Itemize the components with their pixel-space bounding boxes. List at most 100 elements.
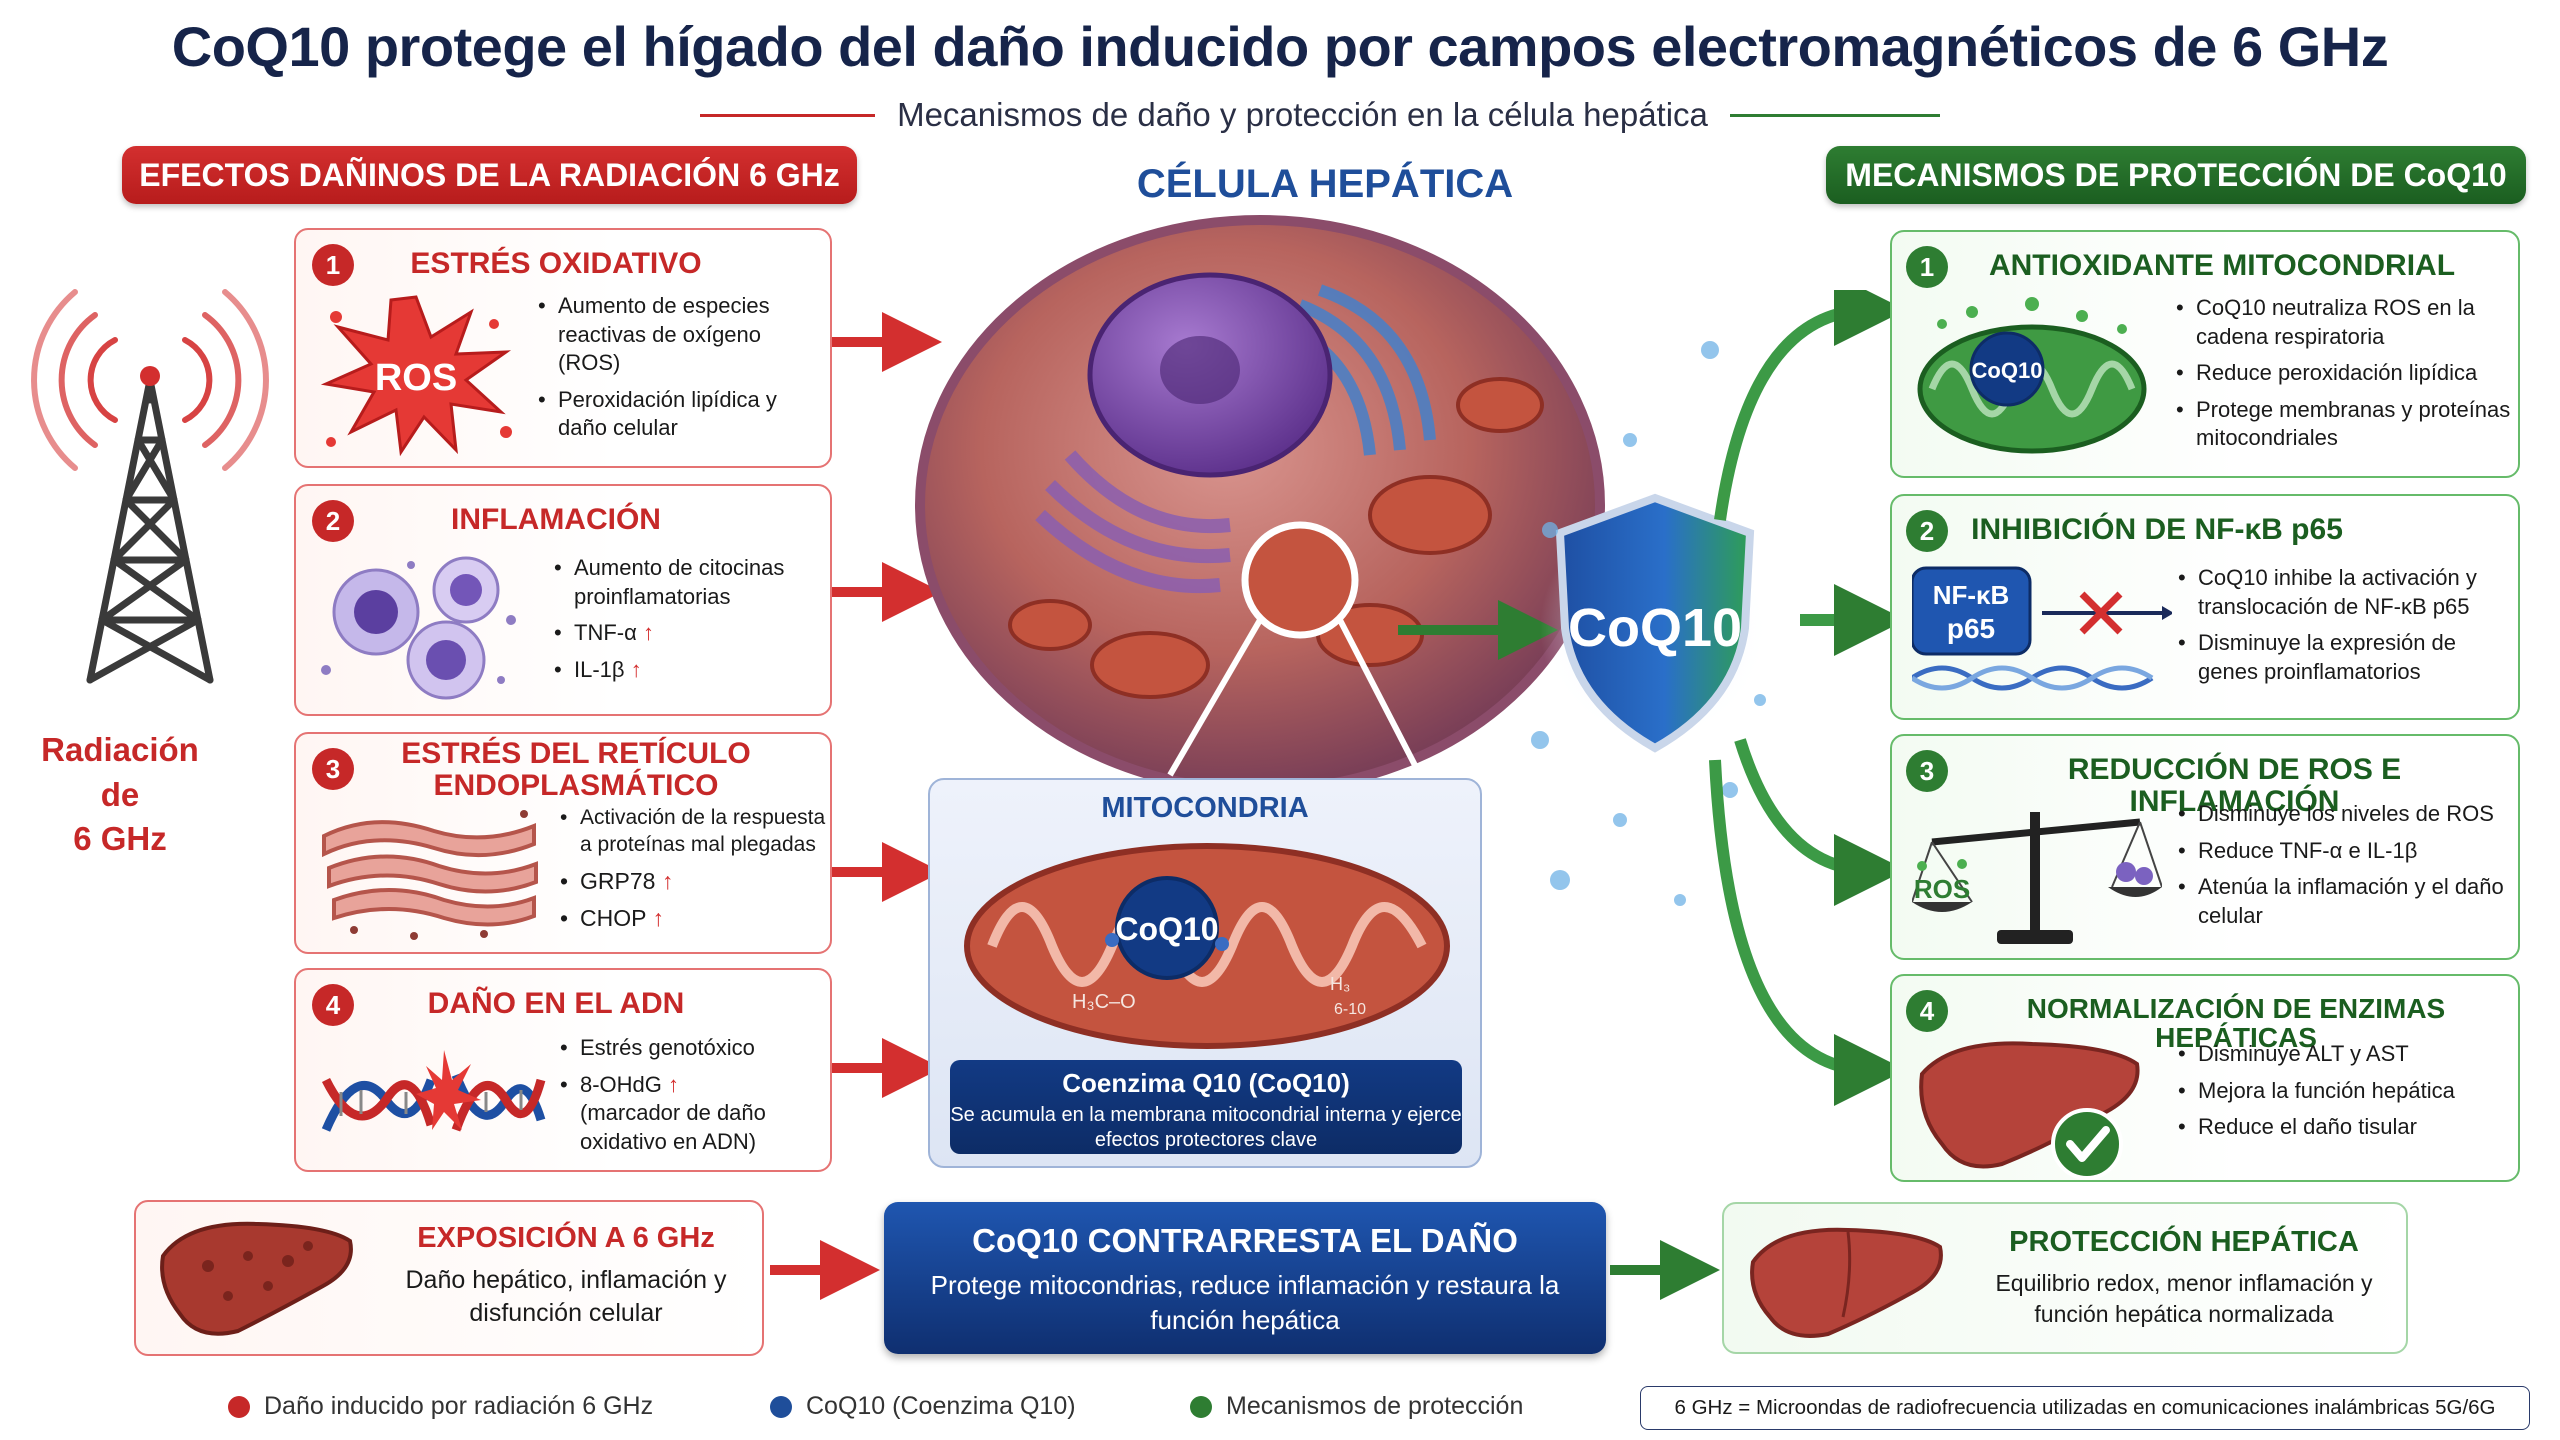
protection-title: PROTECCIÓN HEPÁTICA — [2009, 1226, 2359, 1258]
bullet: Aumento de especies reactivas de oxígeno… — [536, 292, 826, 378]
nfkb-label: NF-κB — [1933, 580, 2010, 610]
bullet: CoQ10 inhibe la activación y translocaci… — [2176, 564, 2514, 621]
bullet: Estrés genotóxico — [558, 1034, 830, 1063]
ros-burst-icon: ROS — [320, 295, 512, 457]
immune-cells-icon — [321, 556, 516, 700]
bullet: Disminuye la expresión de genes proinfla… — [2176, 629, 2514, 686]
bullet: Mejora la función hepática — [2176, 1077, 2514, 1106]
legend-label: CoQ10 (Coenzima Q10) — [806, 1392, 1076, 1420]
bullet-il1b: IL-1β ↑ — [552, 656, 827, 685]
protection-text: Equilibrio redox, menor inflamación y fu… — [1995, 1270, 2373, 1328]
card-title-line1: ESTRÉS DEL RETÍCULO — [401, 737, 751, 770]
bullet-text: TNF-α — [574, 620, 637, 646]
card-title: ESTRÉS OXIDATIVO — [410, 247, 702, 280]
legend-dot-red — [228, 1395, 250, 1418]
arrow-green-4 — [1709, 759, 1900, 1106]
formula-right: H₃ — [1330, 974, 1350, 994]
legend-dot-blue — [770, 1395, 792, 1418]
coq10-to-protection-arrow — [1610, 1240, 1720, 1300]
legend-item-coq10: CoQ10 (Coenzima Q10) — [770, 1392, 1076, 1421]
page-subtitle: Mecanismos de daño y protección en la cé… — [897, 96, 1708, 133]
exposure-to-coq10-arrow — [770, 1240, 880, 1300]
card-dna-damage: 4 DAÑO EN EL ADN Estrés genotóxico 8-OHd… — [294, 968, 832, 1172]
endoplasmic-reticulum-icon — [322, 810, 538, 940]
exposure-text: Daño hepático, inflamación y disfunción … — [405, 1266, 727, 1327]
subtitle-row: Mecanismos de daño y protección en la cé… — [700, 92, 1940, 136]
hepatocyte-cell-illustration — [915, 215, 1605, 795]
healthy-liver-icon — [1750, 1227, 1943, 1338]
legend-item-damage: Daño inducido por radiación 6 GHz — [228, 1392, 653, 1421]
formula-n: 6-10 — [1334, 1001, 1366, 1018]
card-bullets: Disminuye los niveles de ROS Reduce TNF-… — [2176, 800, 2514, 938]
card-number: 4 — [312, 984, 354, 1026]
bullet-grp78: GRP78 ↑ — [558, 867, 830, 897]
bullet: Atenúa la inflamación y el daño celular — [2176, 873, 2514, 930]
up-arrow-icon: ↑ — [661, 867, 674, 894]
nucleolus — [1160, 336, 1240, 404]
bullet: Protege membranas y proteínas mitocondri… — [2174, 396, 2514, 453]
legend-label: Daño inducido por radiación 6 GHz — [264, 1392, 654, 1420]
mitochondria-label: MITOCONDRIA — [1101, 792, 1309, 824]
bullet-note: (marcador de daño oxidativo en ADN) — [580, 1100, 766, 1154]
mitochondria-panel: MITOCONDRIA CoQ10 H₃C–O H₃ 6-10 Coenzima… — [928, 778, 1482, 1168]
cell-title: CÉLULA HEPÁTICA — [1136, 162, 1514, 206]
up-arrow-icon: ↑ — [630, 656, 642, 682]
exposure-title: EXPOSICIÓN A 6 GHz — [417, 1222, 715, 1254]
up-arrow-icon: ↑ — [642, 620, 654, 646]
cell-to-shield-arrow — [1398, 600, 1558, 660]
card-title: ANTIOXIDANTE MITOCONDRIAL — [1988, 249, 2456, 282]
card-mito-antioxidant: 1 ANTIOXIDANTE MITOCONDRIAL CoQ10 CoQ10 … — [1890, 230, 2520, 478]
coq10-icon-label: CoQ10 — [1972, 358, 2043, 383]
liver-check-icon — [1919, 1041, 2140, 1180]
legend-label: Mecanismos de protección — [1226, 1392, 1524, 1420]
magnifier-circle — [1241, 521, 1359, 639]
exposure-card: EXPOSICIÓN A 6 GHz Daño hepático, inflam… — [134, 1200, 764, 1356]
bullet-text: 8-OHdG — [580, 1071, 662, 1097]
counter-text: Protege mitocondrias, reduce inflamación… — [930, 1270, 1560, 1336]
radio-tower-icon — [31, 289, 269, 684]
protection-mechanisms-banner: MECANISMOS DE PROTECCIÓN DE CoQ10 — [1826, 146, 2526, 204]
card-nfkb-inhibition: 2 INHIBICIÓN DE NF-κB p65 NF-κB p65 CoQ1… — [1890, 494, 2520, 720]
card-number: 3 — [312, 748, 354, 790]
mitochondria-group — [1008, 377, 1544, 699]
mitochondria-illustration: CoQ10 H₃C–O H₃ 6-10 — [964, 843, 1450, 1049]
damaged-liver-icon — [160, 1221, 353, 1336]
card-ros-inflammation-reduction: 3 REDUCCIÓN DE ROS E INFLAMACIÓN ROS Dis… — [1890, 734, 2520, 960]
radiation-label-line1: Radiación de — [41, 731, 199, 813]
liver-protection-card: PROTECCIÓN HEPÁTICA Equilibrio redox, me… — [1722, 1202, 2408, 1354]
bullet-text: GRP78 — [580, 867, 656, 894]
harmful-effects-banner: EFECTOS DAÑINOS DE LA RADIACIÓN 6 GHz — [122, 146, 857, 204]
card-bullets: CoQ10 inhibe la activación y translocaci… — [2176, 564, 2514, 694]
bullet: Reduce el daño tisular — [2176, 1113, 2514, 1142]
card-bullets: CoQ10 neutraliza ROS en la cadena respir… — [2174, 294, 2514, 461]
bullet: Activación de la respuesta a proteínas m… — [558, 804, 830, 859]
magnifier-line-left — [1167, 618, 1263, 777]
radiation-label: Radiación de 6 GHz — [20, 728, 220, 862]
bullet-chop: CHOP ↑ — [558, 904, 830, 934]
damage-arrows — [832, 312, 942, 1098]
bullet: Aumento de citocinas proinflamatorias — [552, 554, 827, 611]
dna-helix-icon — [321, 1050, 546, 1132]
coq10-counteracts-card: CoQ10 CONTRARRESTA EL DAÑO Protege mitoc… — [884, 1202, 1606, 1354]
card-bullets: Estrés genotóxico 8-OHdG ↑ (marcador de … — [558, 1034, 830, 1156]
bubble-decoration — [1531, 341, 1766, 906]
card-liver-enzymes: 4 NORMALIZACIÓN DE ENZIMAS HEPÁTICAS Dis… — [1890, 974, 2520, 1182]
bullet: Reduce TNF-α e IL-1β — [2176, 837, 2514, 866]
card-number: 2 — [312, 500, 354, 542]
green-mitochondria-icon: CoQ10 — [1917, 297, 2147, 454]
legend-item-protection: Mecanismos de protección — [1190, 1392, 1523, 1421]
bullet: Disminuye los niveles de ROS — [2176, 800, 2514, 829]
p65-label: p65 — [1947, 613, 1995, 644]
card-bullets: Disminuye ALT y AST Mejora la función he… — [2176, 1040, 2514, 1150]
arrow-green-1 — [1714, 290, 1900, 521]
bullet-tnf: TNF-α ↑ — [552, 619, 827, 648]
card-number: 1 — [1906, 246, 1948, 288]
bullet: CoQ10 neutraliza ROS en la cadena respir… — [2174, 294, 2514, 351]
card-er-stress: 3 ESTRÉS DEL RETÍCULO ENDOPLASMÁTICO Act… — [294, 732, 832, 954]
card-title-line2: ENDOPLASMÁTICO — [433, 768, 719, 802]
counter-title: CoQ10 CONTRARRESTA EL DAÑO — [972, 1222, 1518, 1259]
card-title: DAÑO EN EL ADN — [427, 987, 685, 1020]
coq10-shield-icon: CoQ10 — [1540, 493, 1770, 753]
bullet-text: CHOP — [580, 905, 647, 932]
er-stacks — [1035, 450, 1231, 594]
